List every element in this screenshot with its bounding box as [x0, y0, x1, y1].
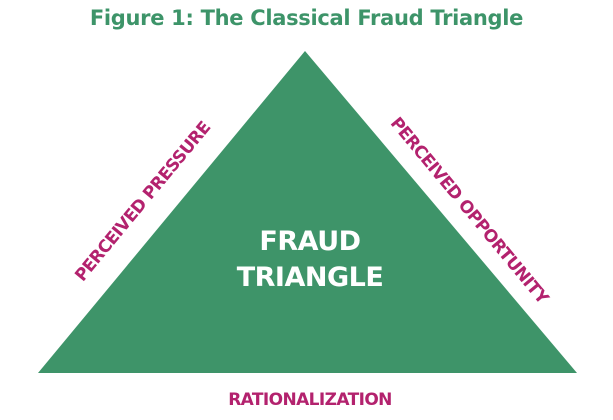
- fraud-triangle-shape: [38, 51, 577, 373]
- center-label-line1: FRAUD: [259, 226, 360, 257]
- center-label-line2: TRIANGLE: [237, 262, 384, 293]
- rationalization-label: RATIONALIZATION: [228, 390, 392, 410]
- figure-title: Figure 1: The Classical Fraud Triangle: [89, 6, 524, 30]
